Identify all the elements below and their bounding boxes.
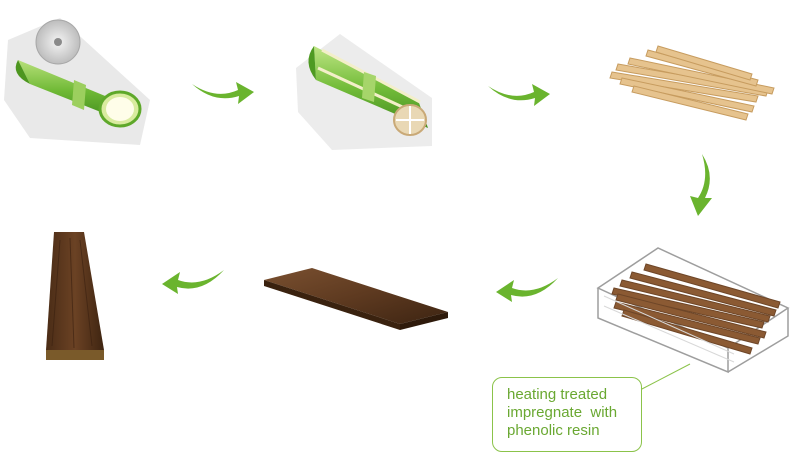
split-bamboo-icon — [292, 28, 442, 153]
bamboo-saw-icon — [0, 10, 160, 150]
stacked-strips-icon — [594, 244, 790, 374]
strips-icon — [608, 44, 778, 124]
callout-line-2: impregnate with — [507, 404, 618, 421]
callout-box: heating treated impregnate with phenolic… — [492, 377, 642, 452]
arrow-down-icon — [684, 152, 714, 218]
arrow-right-icon — [486, 80, 552, 108]
callout-line-1: heating treated — [507, 386, 608, 403]
plank-icon — [44, 230, 108, 362]
arrow-left-icon — [494, 274, 560, 304]
board-icon — [260, 266, 452, 330]
arrow-left-icon — [160, 266, 226, 296]
arrow-right-icon — [190, 78, 256, 106]
callout-line-3: phenolic resin — [507, 422, 600, 439]
